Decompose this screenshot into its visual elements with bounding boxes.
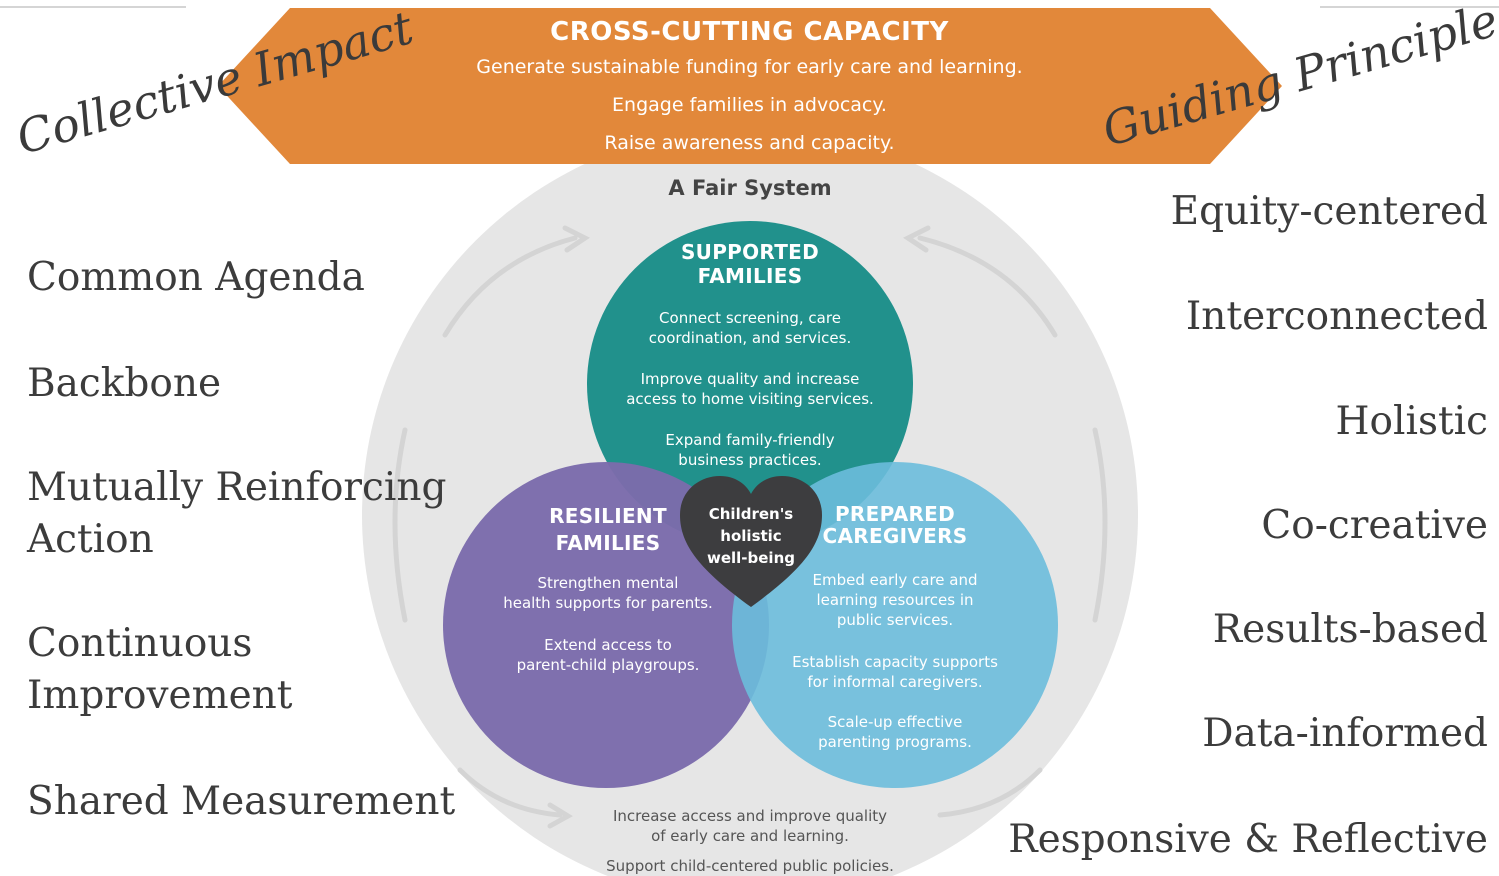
prepared-caregivers-line: Embed early care and learning resources … [812, 571, 978, 629]
cycle-arrows [392, 225, 1108, 829]
heart-text: Children's holistic well-being [706, 505, 795, 567]
collective-impact-item: Backbone [27, 361, 222, 406]
banner-line: Engage families in advocacy. [612, 94, 887, 116]
resilient-families-line: Strengthen mental health supports for pa… [503, 574, 713, 612]
top-right-rule [1320, 6, 1499, 8]
collective-impact-item: Mutually Reinforcing Action [27, 465, 447, 562]
guiding-principle-item: Responsive & Reflective [1008, 817, 1488, 862]
cross-cutting-banner [218, 8, 1282, 164]
top-left-rule [0, 6, 186, 8]
banner-line: Generate sustainable funding for early c… [476, 56, 1023, 78]
guiding-principle-item: Holistic [1335, 399, 1488, 444]
prepared-caregivers-line: Scale-up effective parenting programs. [818, 713, 972, 751]
heart-shape [680, 476, 822, 607]
collective-impact-item: Common Agenda [27, 255, 365, 300]
guiding-principle-item: Co-creative [1261, 503, 1488, 548]
prepared-caregivers-title: PREPARED CAREGIVERS [822, 502, 968, 548]
supported-families-line: Expand family-friendly business practice… [665, 431, 835, 469]
supported-families-title: SUPPORTED FAMILIES [680, 240, 820, 288]
prepared-caregivers-line: Establish capacity supports for informal… [792, 653, 998, 691]
guiding-principle-item: Results-based [1212, 607, 1488, 652]
collective-impact-item: Shared Measurement [27, 779, 456, 824]
guiding-principle-item: Equity-centered [1170, 189, 1488, 234]
fair-system-title: A Fair System [668, 176, 832, 200]
guiding-principle-item: Interconnected [1185, 294, 1488, 339]
supported-families-line: Connect screening, care coordination, an… [648, 309, 852, 347]
collective-impact-item: Continuous Improvement [27, 621, 293, 718]
banner-line: Raise awareness and capacity. [604, 132, 895, 154]
supported-families-circle [587, 221, 913, 547]
banner-title: CROSS-CUTTING CAPACITY [550, 17, 949, 47]
guiding-principle-item: Data-informed [1202, 711, 1488, 756]
fair-system-bottom-line: Support child-centered public policies. [606, 857, 894, 875]
supported-families-line: Improve quality and increase access to h… [626, 370, 874, 408]
resilient-families-title: RESILIENT FAMILIES [549, 504, 667, 555]
resilient-families-line: Extend access to parent-child playgroups… [516, 636, 700, 674]
fair-system-bottom-line: Increase access and improve quality of e… [612, 807, 888, 845]
